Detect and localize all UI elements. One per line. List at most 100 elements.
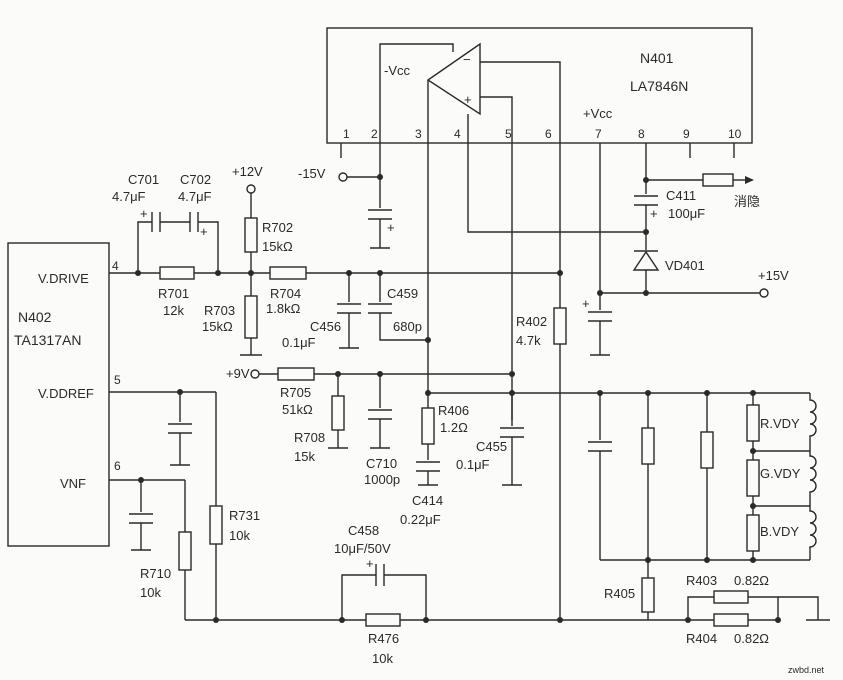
vddref-network: R731 10k	[109, 389, 260, 620]
c456-value: 0.1μF	[282, 335, 316, 350]
bottom-bus: R476 10k + C458 10μF/50V	[185, 523, 648, 666]
r705-ref: R705	[280, 385, 311, 400]
n402-pin5: 5	[114, 373, 121, 387]
supply-p15: +15V	[758, 268, 789, 283]
r708-ref: R708	[294, 430, 325, 445]
r705-value: 51kΩ	[282, 402, 313, 417]
r701	[159, 266, 195, 280]
c458-plus: +	[366, 556, 374, 571]
n401-name: N401	[640, 50, 674, 66]
n402-name: N402	[18, 309, 52, 325]
ic-n401: N401 LA7846N 1 2 3 4 5 6 7 8 9 10	[326, 27, 753, 158]
r476	[365, 613, 401, 627]
n402-pin4: 4	[112, 259, 119, 273]
c459: C459 680p	[368, 273, 431, 343]
r404	[713, 613, 749, 627]
r703-value: 15kΩ	[202, 319, 233, 334]
c456-ref: C456	[310, 319, 341, 334]
vd401-ref: VD401	[665, 258, 705, 273]
r701-value: 12k	[163, 303, 184, 318]
c414-ref: C414	[412, 493, 443, 508]
n402-part: TA1317AN	[14, 332, 81, 348]
yoke-network: R.VDY G.VDY B.VDY R405 R403 0.82Ω R404 0…	[588, 393, 830, 646]
r406-value: 1.2Ω	[440, 420, 468, 435]
r404-ref: R404	[686, 631, 717, 646]
c414-value: 0.22μF	[400, 512, 441, 527]
c702-value: 4.7μF	[178, 189, 212, 204]
yoke-g: G.VDY	[760, 466, 801, 481]
pin-4: 4	[454, 127, 461, 141]
r403-ref: R403	[686, 573, 717, 588]
c411-value: 100μF	[668, 206, 705, 221]
r701-ref: R701	[158, 286, 189, 301]
n402-pin6: 6	[114, 459, 121, 473]
c701-value: 4.7μF	[112, 189, 146, 204]
r703-ref: R703	[204, 303, 235, 318]
r710-value: 10k	[140, 585, 161, 600]
plus9-network: +9V R705 51kΩ R708 15k C710 1000p	[226, 366, 515, 487]
r402: R402 4.7k	[516, 307, 567, 348]
supply-p9: +9V	[226, 366, 250, 381]
r708	[331, 395, 345, 431]
opamp-plus: +	[464, 92, 472, 107]
c702-ref: C702	[180, 172, 211, 187]
c701-ref: C701	[128, 172, 159, 187]
r405-ref: R405	[604, 586, 635, 601]
c702-plus: +	[200, 224, 208, 239]
r731	[209, 505, 223, 545]
cap-p15-plus: +	[582, 296, 590, 311]
r702	[244, 217, 258, 253]
pin8-network: 消隐 + C411 100μF VD401	[632, 143, 760, 296]
c701-c702: + + C701 4.7μF C702 4.7μF	[112, 172, 219, 273]
pin-5: 5	[505, 127, 512, 141]
r406-ref: R406	[438, 403, 469, 418]
r405	[641, 577, 655, 613]
r702-r703: +12V R702 15kΩ R703 15kΩ	[202, 164, 293, 356]
r705	[277, 367, 315, 381]
pin-2: 2	[371, 127, 378, 141]
plus15-supply: +Vcc +15V +	[582, 106, 789, 356]
pin-10: 10	[728, 127, 742, 141]
r403-value: 0.82Ω	[734, 573, 769, 588]
r702-value: 15kΩ	[262, 239, 293, 254]
c459-value: 680p	[393, 319, 422, 334]
blank-resistor	[702, 173, 734, 187]
c456: C456 0.1μF	[282, 273, 361, 350]
c458-value: 10μF/50V	[334, 541, 391, 556]
r708-value: 15k	[294, 449, 315, 464]
c411-plus: +	[650, 206, 658, 221]
c455-ref: C455	[476, 439, 507, 454]
watermark: zwbd.net	[788, 665, 825, 675]
yoke-r: R.VDY	[760, 416, 800, 431]
opamp-neg-supply: -Vcc	[384, 63, 411, 78]
n402-pin5-label: V.DDREF	[38, 386, 94, 401]
r710	[178, 531, 192, 571]
r703	[244, 295, 258, 339]
ic-n402: N402 TA1317AN V.DRIVE V.DDREF VNF 4 5 6	[7, 242, 121, 547]
r731-ref: R731	[229, 508, 260, 523]
c455-value: 0.1μF	[456, 457, 490, 472]
r704-value: 1.8kΩ	[266, 301, 301, 316]
r404-value: 0.82Ω	[734, 631, 769, 646]
pin-3: 3	[415, 127, 422, 141]
opamp: − + -Vcc	[379, 42, 561, 620]
vnf-network: R710 10k	[109, 477, 192, 620]
pin-8: 8	[638, 127, 645, 141]
c710-value: 1000p	[364, 472, 400, 487]
blank-label: 消隐	[734, 194, 760, 209]
opamp-minus: −	[463, 52, 471, 67]
r406	[421, 407, 435, 445]
supply-m15: -15V	[298, 166, 326, 181]
cap-m15-plus: +	[387, 220, 395, 235]
c459-ref: C459	[387, 286, 418, 301]
r476-value: 10k	[372, 651, 393, 666]
r402-value: 4.7k	[516, 333, 541, 348]
r402-ref: R402	[516, 314, 547, 329]
yoke-b: B.VDY	[760, 524, 799, 539]
r704-ref: R704	[270, 286, 301, 301]
c701-plus: +	[140, 206, 148, 221]
pin-7: 7	[595, 127, 602, 141]
n401-part: LA7846N	[630, 78, 688, 94]
pin7-vcc: +Vcc	[583, 106, 613, 121]
